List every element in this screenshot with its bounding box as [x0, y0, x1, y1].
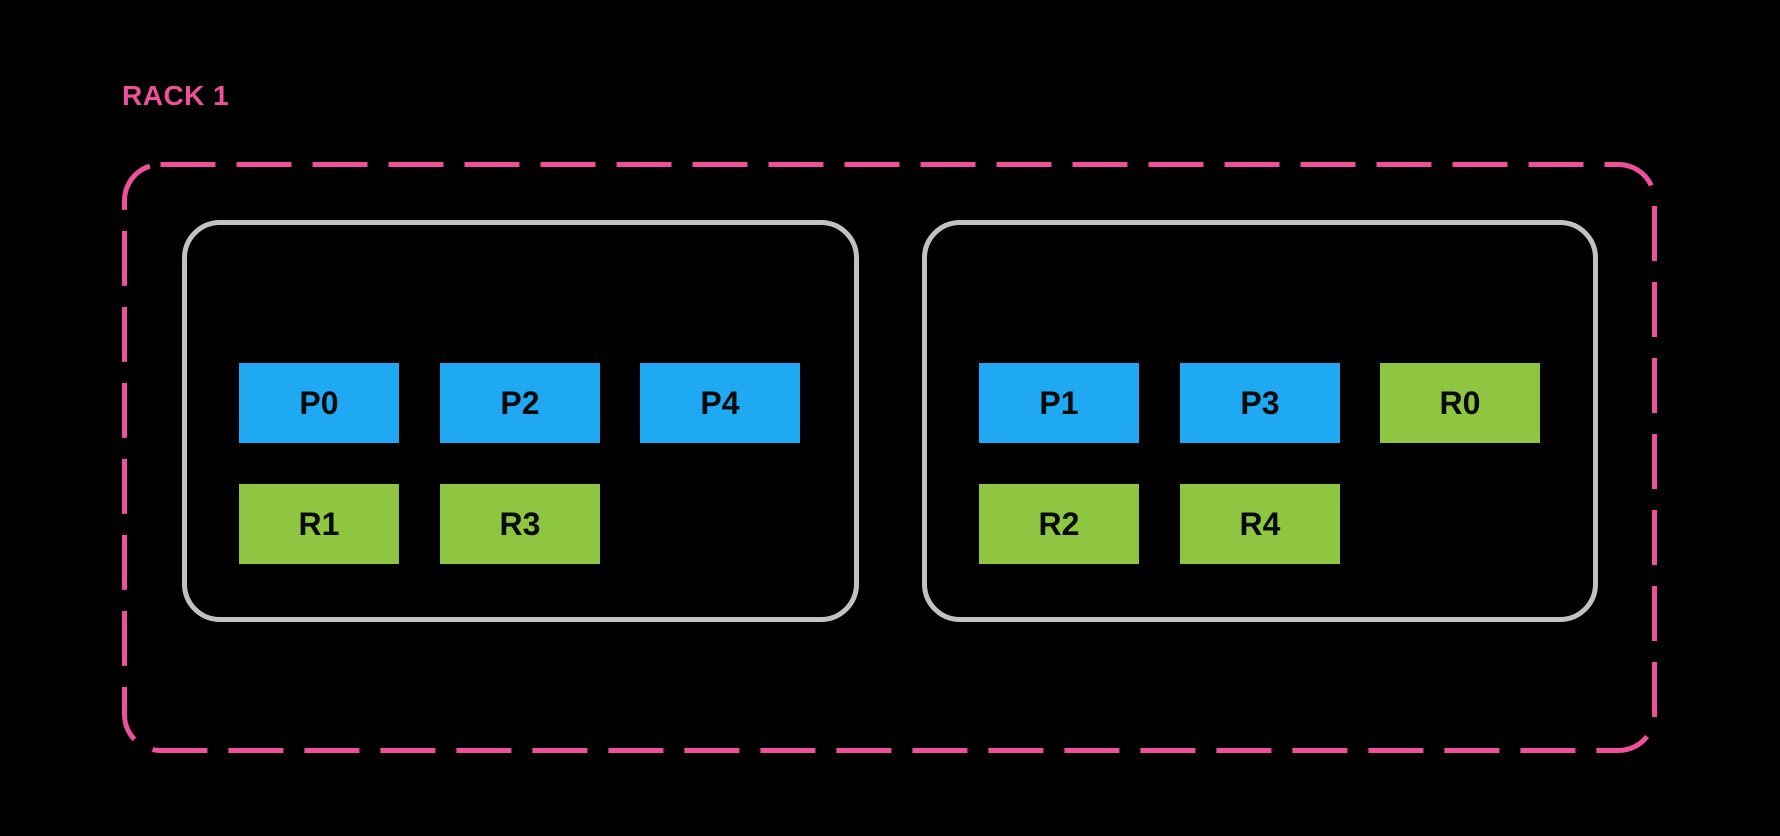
partition-block-label: P1 — [1039, 384, 1079, 421]
shard-node-1: P0 P2 P4 R1 R3 — [182, 220, 859, 622]
replica-block-label: R1 — [298, 505, 340, 542]
replica-block-label: R3 — [499, 505, 541, 542]
partition-block-p3: P3 — [1180, 363, 1340, 443]
partition-block-label: P0 — [299, 384, 339, 421]
replica-block-label: R2 — [1038, 505, 1080, 542]
partition-block-label: P2 — [500, 384, 540, 421]
replica-block-r1: R1 — [239, 484, 399, 564]
partition-block-p4: P4 — [640, 363, 800, 443]
replica-block-r4: R4 — [1180, 484, 1340, 564]
shard-node-2: P1 P3 R0 R2 R4 — [922, 220, 1598, 622]
replica-block-label: R0 — [1439, 384, 1481, 421]
partition-block-p1: P1 — [979, 363, 1139, 443]
replica-block-label: R4 — [1239, 505, 1281, 542]
partition-block-label: P3 — [1240, 384, 1280, 421]
partition-block-label: P4 — [700, 384, 740, 421]
replica-block-r3: R3 — [440, 484, 600, 564]
replica-block-r0: R0 — [1380, 363, 1540, 443]
rack-title: RACK 1 — [122, 80, 230, 111]
partition-block-p2: P2 — [440, 363, 600, 443]
replica-block-r2: R2 — [979, 484, 1139, 564]
partition-block-p0: P0 — [239, 363, 399, 443]
